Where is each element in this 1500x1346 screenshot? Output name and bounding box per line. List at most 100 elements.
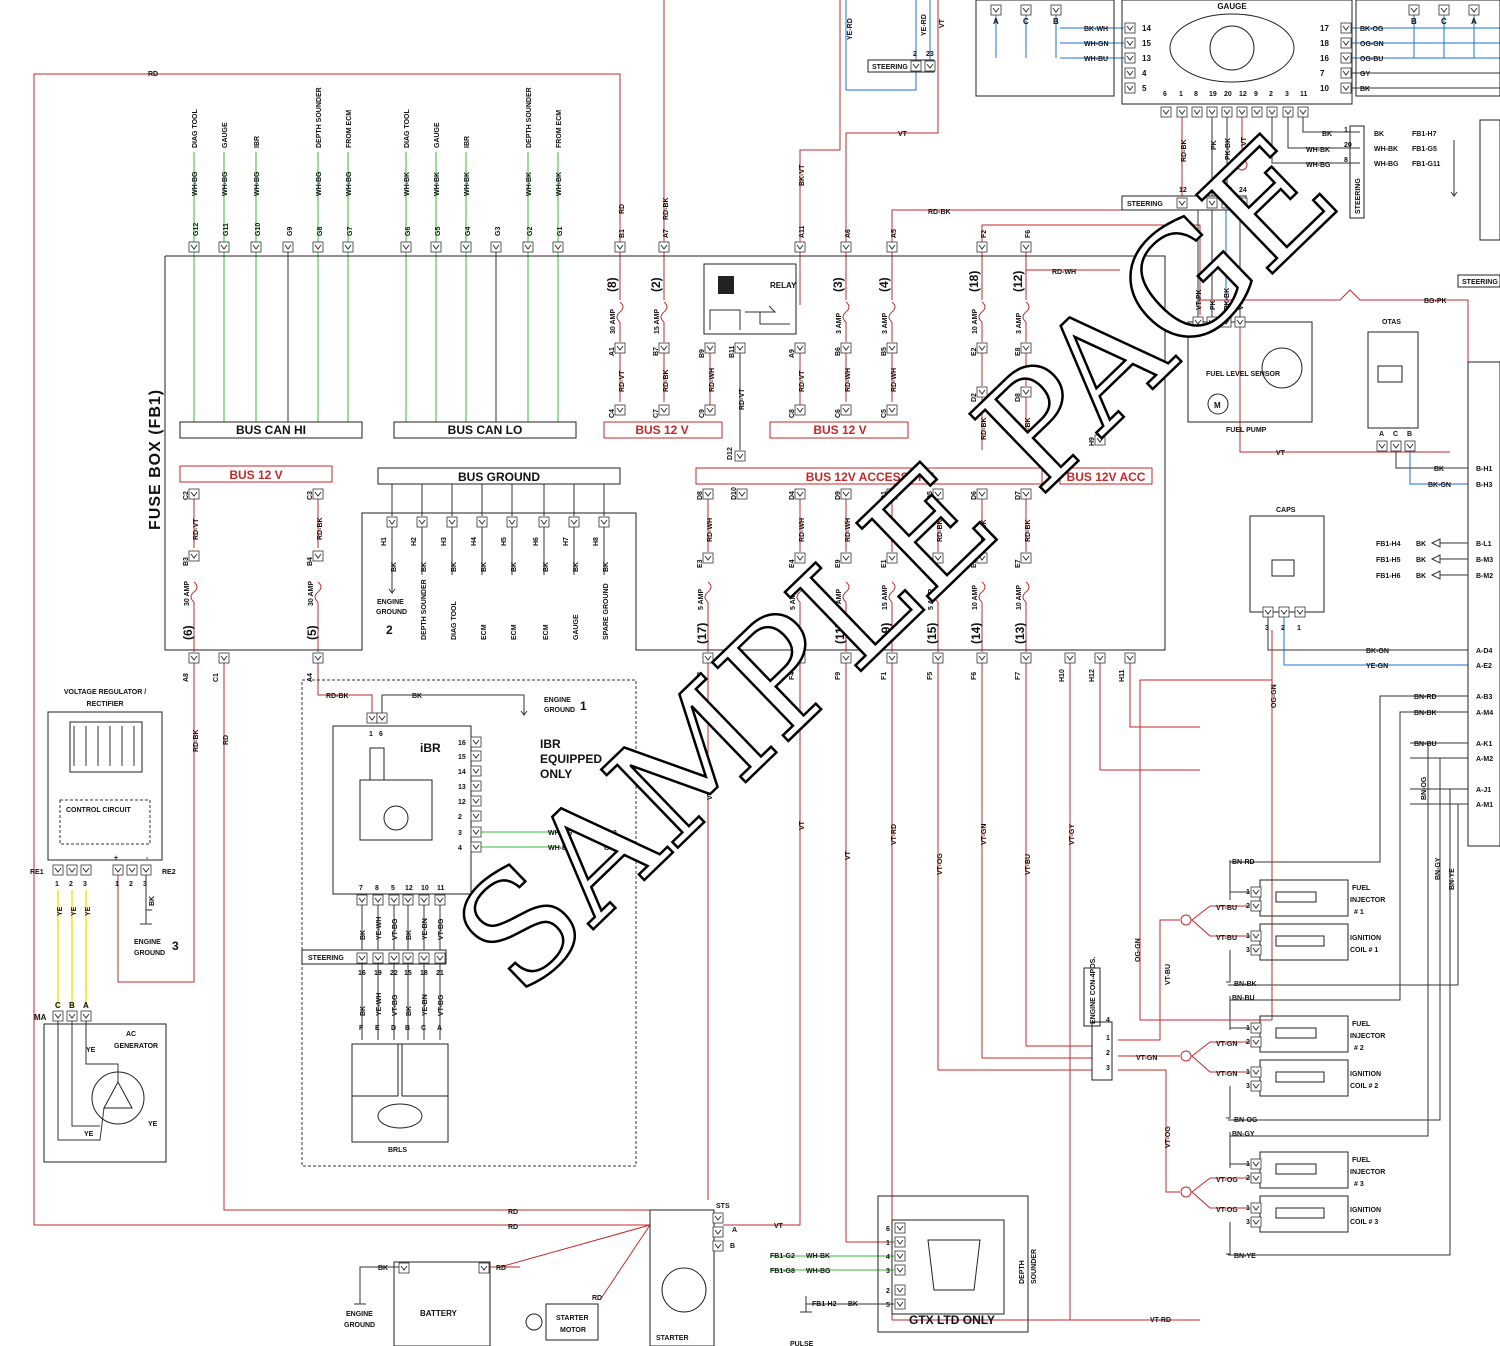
caps-pin — [1278, 606, 1290, 618]
ibr-plug-icon — [369, 747, 385, 781]
pin-arrow-icon — [1284, 109, 1292, 115]
wire — [1228, 804, 1459, 986]
depth-fb-wire: WH-BG — [806, 1268, 831, 1275]
re1-label: RE1 — [30, 869, 44, 876]
pin-arrow-icon — [842, 555, 850, 561]
gauge-bottom-pin — [1297, 106, 1309, 118]
gauge-pin-label: 4 — [1142, 69, 1147, 78]
top-power-pin — [614, 241, 626, 253]
pin-arrow-icon — [480, 1265, 488, 1271]
h-pin-label: H11 — [1119, 669, 1126, 682]
ibr-bk: BK — [412, 693, 422, 700]
ibr-can-wire: WH-BG — [548, 830, 573, 837]
pin-arrow-icon — [1194, 319, 1202, 325]
acc-fuse-pin — [886, 652, 898, 664]
ibr-equipped-label: ONLY — [540, 767, 572, 781]
gauge-fb-ref: FB1-G11 — [1412, 161, 1441, 168]
acc-fuse-pin-label: F5 — [927, 672, 934, 680]
can-lo-destination: GAUGE — [434, 122, 441, 148]
left-fuse-pin — [188, 550, 200, 562]
left-fuse-rating: 30 AMP — [184, 581, 191, 606]
ground-pin — [416, 516, 428, 528]
pin-arrow-icon — [1126, 55, 1134, 61]
engine-conn-pin: 3 — [1106, 1065, 1110, 1072]
fuse-box-title: FUSE BOX (FB1) — [147, 389, 164, 530]
engine-ground-label-1: ENGINE — [377, 599, 404, 606]
pin-arrow-icon — [796, 555, 804, 561]
pin-arrow-icon — [358, 955, 366, 961]
steering-ibr-pin-label: 21 — [436, 970, 444, 977]
regulator-pin — [66, 864, 78, 876]
can-hi-pin-label: G9 — [287, 227, 294, 236]
bus-12v-top2-label: BUS 12 V — [813, 423, 866, 437]
coil-pin — [1250, 1080, 1262, 1092]
gauge-out-pin: 8 — [1344, 157, 1348, 164]
ibr-engine-ground-number: 1 — [580, 699, 587, 713]
bus-12v-accessory-label: BUS 12V ACCESSORY — [806, 470, 934, 484]
pin-arrow-icon — [1066, 655, 1074, 661]
ibr-gear-icon — [383, 805, 409, 831]
pin-arrow-icon — [472, 753, 480, 759]
wire — [1239, 327, 1450, 453]
wire — [499, 1224, 651, 1268]
pin-arrow-icon — [1252, 1219, 1260, 1225]
pin-arrow-icon — [400, 1265, 408, 1271]
acc-fuse-pin — [702, 652, 714, 664]
gauge-center-icon — [1209, 25, 1255, 71]
starter-pin — [712, 1226, 724, 1238]
brls-pin-label: E — [375, 1025, 380, 1032]
pin-arrow-icon — [796, 655, 804, 661]
h-pin-label: H10 — [1059, 669, 1066, 682]
gauge-conn-pin — [1438, 4, 1450, 16]
d10-pin — [736, 488, 748, 500]
pin-arrow-icon — [600, 519, 608, 525]
fuel-injector-label: INJECTOR — [1350, 1169, 1385, 1176]
pin-arrow-icon — [554, 244, 562, 250]
caps-wire: YE-GN — [1366, 663, 1388, 670]
pin-arrow-icon — [616, 345, 624, 351]
ibr-can-ref: G4 — [604, 845, 613, 852]
caps-wire: BK-GN — [1366, 648, 1389, 655]
can-lo-wire-color: WH-BK — [526, 172, 533, 196]
steering-ibr-pin-label: 18 — [420, 970, 428, 977]
steering-pin — [910, 60, 922, 72]
ignition-coil-label: IGNITION — [1350, 1071, 1381, 1078]
pin-arrow-icon — [934, 555, 942, 561]
pin-arrow-icon — [252, 244, 260, 250]
engine-conn-label: ENGINE CON-4POS. — [1090, 957, 1097, 1024]
wire — [1409, 451, 1468, 485]
regulator-ye-wire: YE — [85, 906, 92, 916]
wire — [359, 1266, 399, 1296]
gauge-bottom-pin — [1236, 106, 1248, 118]
pin-arrow-icon — [314, 655, 322, 661]
pin-arrow-icon — [896, 1287, 904, 1293]
pin-arrow-icon — [378, 715, 386, 721]
depth-pin-label: 4 — [886, 1254, 890, 1261]
engine-ground-label-2: GROUND — [376, 609, 407, 616]
depth-pin-label: 2 — [886, 1288, 890, 1295]
acc-fuse-pin — [1020, 488, 1032, 500]
otas-pin-label: B — [1407, 431, 1412, 438]
battery-rd-label: RD — [496, 1265, 506, 1272]
fuse-pin — [886, 342, 898, 354]
pin-arrow-icon — [796, 407, 804, 413]
steering-ibr-pin — [372, 952, 384, 964]
ecm-conn: A-M4 — [1476, 710, 1493, 717]
wire — [1129, 663, 1200, 728]
pin-arrow-icon — [888, 555, 896, 561]
injector-pin — [1250, 886, 1262, 898]
wire — [1191, 905, 1250, 937]
gauge-conn-pin — [990, 4, 1002, 16]
gauge-wire-color: BK — [1360, 86, 1370, 93]
wire — [1271, 117, 1360, 164]
injector-wire: BN-GY — [1232, 1131, 1255, 1138]
ground-wire-color: BK — [421, 562, 428, 572]
acc-fuse-pin-label: E3 — [697, 559, 704, 568]
can-hi-pin — [342, 241, 354, 253]
steering-conn-edge — [1457, 274, 1500, 288]
can-lo-wire-color: WH-BK — [464, 172, 471, 196]
fuse-pin-label: A1 — [609, 347, 616, 356]
steering-label-edge: STEERING — [1462, 279, 1498, 286]
pin-arrow-icon — [714, 1229, 722, 1235]
